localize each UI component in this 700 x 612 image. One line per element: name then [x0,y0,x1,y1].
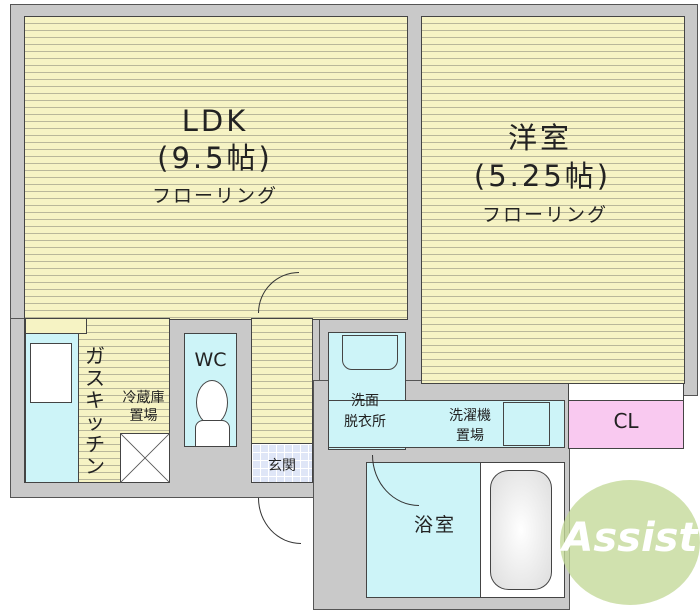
toilet-tank-icon [195,420,230,447]
wc-label: WC [194,349,227,371]
assist-logo-circle [560,480,700,605]
fridge-space-icon [120,433,170,483]
western-room [421,16,685,384]
fridge-label-1: 冷蔵庫 [122,390,165,406]
entrance [251,443,313,483]
washroom-label-1: 洗面 [351,393,379,409]
bath-label: 浴室 [413,514,456,536]
washer-label-1: 洗濯機 [449,408,491,424]
toilet-icon [196,380,228,425]
sink-icon [30,343,72,403]
bathtub-basin-icon [490,470,552,590]
kitchen-shelf [25,318,87,334]
hallway [251,318,313,448]
ldk-size: (9.5帖) [157,141,273,175]
ldk-room [24,16,408,320]
western-label: 洋室 [507,121,572,155]
fridge-label-2: 置場 [129,408,158,424]
assist-logo: Assist [562,515,698,561]
ldk-floor: フローリング [151,185,278,207]
ldk-label: LDK [181,104,249,138]
closet-doors [568,383,684,401]
closet-label: CL [613,409,639,433]
western-size: (5.25帖) [473,159,612,193]
entrance-door[interactable] [258,498,301,544]
entrance-label: 玄関 [268,458,296,474]
washer-label-2: 置場 [456,428,484,444]
kitchen-label: ガスキッチン [85,344,105,478]
washroom-label-2: 脱衣所 [344,414,386,430]
washbasin-icon [342,335,398,370]
closet [568,400,684,449]
western-floor: フローリング [481,204,608,226]
washer-space-icon [503,402,550,446]
